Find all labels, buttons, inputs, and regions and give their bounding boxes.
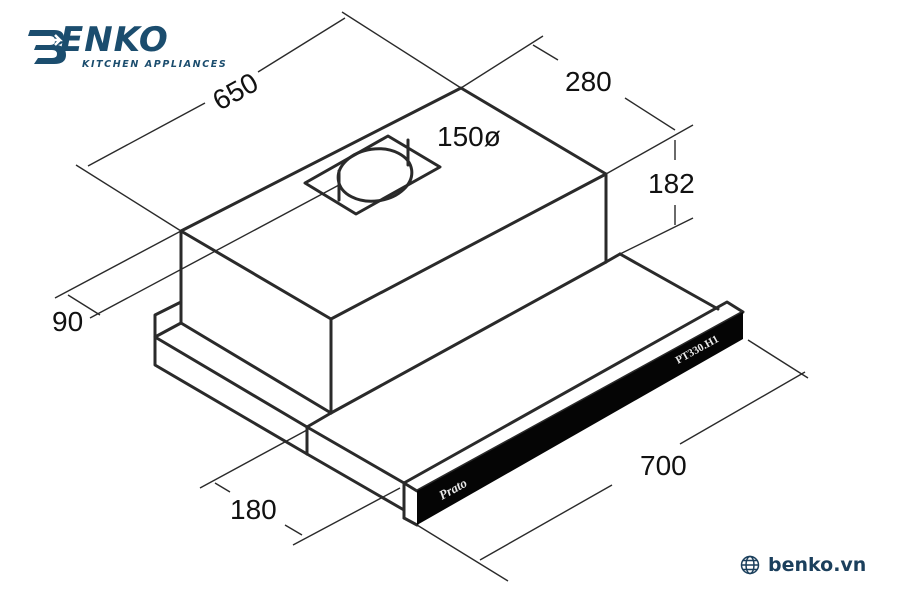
dim-180: 180 <box>230 494 277 525</box>
dim-650: 650 <box>207 67 263 117</box>
dim-700: 700 <box>640 450 687 481</box>
brand-name: ENKO <box>60 20 169 60</box>
duct-opening <box>303 134 442 216</box>
dim-90: 90 <box>52 306 83 337</box>
front-panel-black <box>417 312 743 525</box>
dim-150-duct: 150ø <box>437 121 501 152</box>
brand-b-arrow-icon <box>28 30 66 64</box>
dim-182: 182 <box>648 168 695 199</box>
upper-housing <box>179 86 608 415</box>
base-tray <box>153 252 720 512</box>
dimension-lines <box>54 11 809 582</box>
website-link[interactable]: benko.vn <box>740 554 866 576</box>
brand-logo: ENKO KITCHEN APPLIANCES <box>24 20 226 72</box>
brand-tagline: KITCHEN APPLIANCES <box>82 59 228 70</box>
globe-icon <box>740 555 760 575</box>
website-text: benko.vn <box>768 554 867 576</box>
dim-280: 280 <box>565 66 612 97</box>
